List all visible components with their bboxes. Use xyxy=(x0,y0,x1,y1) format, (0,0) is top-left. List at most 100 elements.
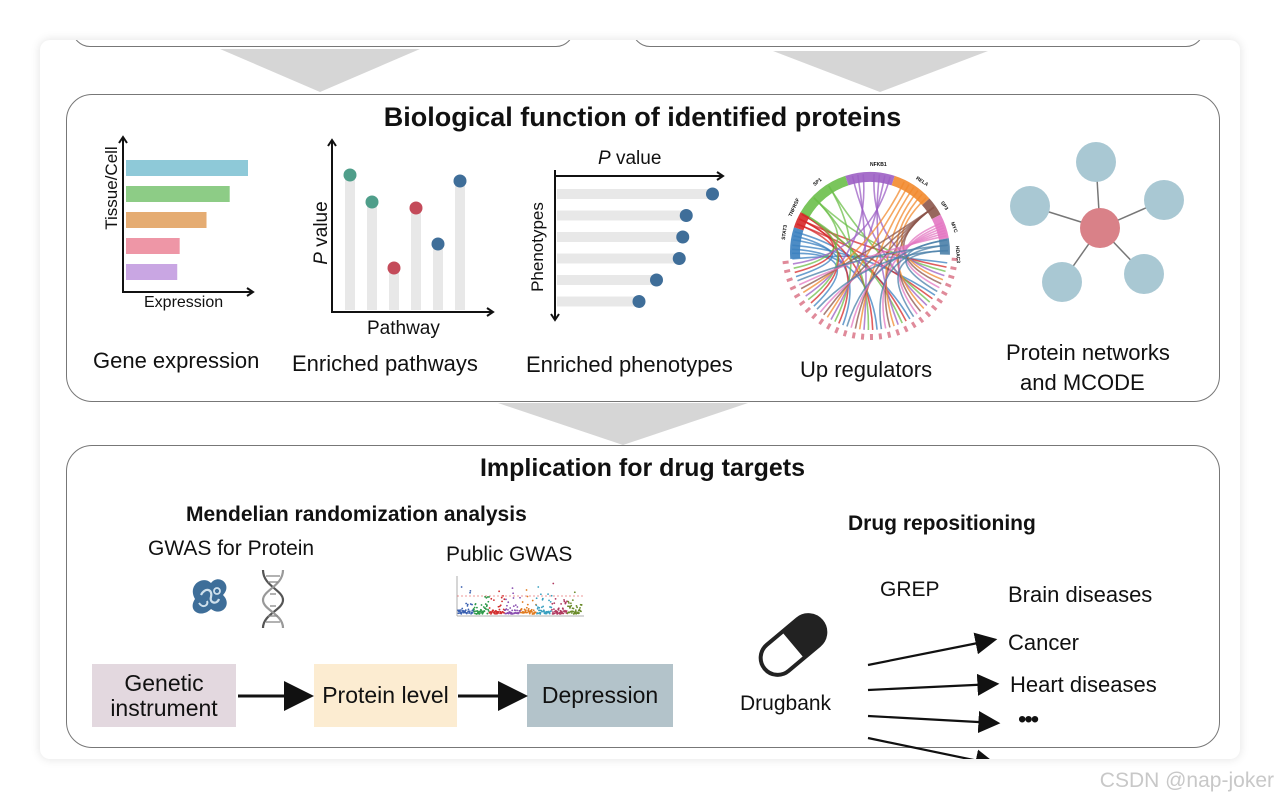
pathway-stem xyxy=(389,268,399,310)
pathway-point xyxy=(387,261,401,275)
chord-label: STAT3 xyxy=(781,224,789,240)
manhattan-point xyxy=(549,600,552,603)
chord-tick xyxy=(950,266,957,271)
chord-tick xyxy=(851,332,856,339)
chord-label: RELA xyxy=(915,176,930,189)
pathway-stem xyxy=(455,181,465,310)
chord-tick xyxy=(878,333,883,340)
manhattan-point xyxy=(578,612,580,614)
manhattan-point xyxy=(504,612,507,615)
phenotypes-y-arrowhead xyxy=(550,313,560,322)
chord-segment xyxy=(931,214,949,240)
manhattan-point xyxy=(483,610,486,613)
enriched-phenotypes-caption: Enriched phenotypes xyxy=(526,352,733,377)
phenotype-point xyxy=(706,187,719,201)
chord-tick xyxy=(860,333,865,340)
chord-link xyxy=(805,174,865,297)
manhattan-point xyxy=(568,602,570,604)
manhattan-point xyxy=(486,612,489,615)
manhattan-point xyxy=(580,603,583,606)
manhattan-point xyxy=(511,609,514,612)
network-node xyxy=(1042,262,1082,302)
chord-link xyxy=(793,197,839,269)
chord-link xyxy=(792,176,891,265)
gene-expression-x-arrowhead xyxy=(246,287,255,297)
manhattan-point xyxy=(531,611,533,613)
enriched-pathways-chart xyxy=(327,138,495,317)
manhattan-point xyxy=(499,604,502,607)
gene-expression-ylabel: Tissue/Cell xyxy=(102,146,121,230)
manhattan-point xyxy=(469,589,472,592)
manhattan-point xyxy=(473,606,476,609)
manhattan-point xyxy=(461,607,464,610)
manhattan-point xyxy=(516,606,519,608)
depression-box: Depression xyxy=(527,664,673,727)
manhattan-point xyxy=(532,609,535,612)
enriched-phenotypes-ylabel: Phenotypes xyxy=(528,202,547,292)
chord-label: NFKB1 xyxy=(870,162,887,168)
manhattan-point xyxy=(518,611,520,614)
phenotype-stem xyxy=(557,275,657,285)
manhattan-point xyxy=(487,608,489,611)
manhattan-point xyxy=(507,601,510,604)
gene-expression-xlabel: Expression xyxy=(144,294,224,311)
figure-card: Biological function of identified protei… xyxy=(40,40,1240,759)
drugbank-label: Drugbank xyxy=(740,692,832,715)
manhattan-point xyxy=(479,610,482,613)
chord-tick xyxy=(886,331,892,339)
chord-segment xyxy=(800,175,849,217)
manhattan-point xyxy=(471,612,474,614)
protein-network-diagram xyxy=(1010,142,1184,302)
phenotype-point xyxy=(632,295,646,308)
enriched-pathways-caption: Enriched pathways xyxy=(292,351,478,376)
phenotype-stem xyxy=(557,189,713,199)
phenotype-stem xyxy=(557,210,687,221)
manhattan-point xyxy=(507,608,509,611)
gene-expression-axes xyxy=(122,137,253,293)
manhattan-point xyxy=(553,608,555,611)
network-node xyxy=(1076,142,1116,182)
manhattan-point xyxy=(523,608,526,611)
pathway-point xyxy=(453,174,467,188)
pathway-stem xyxy=(433,244,443,310)
dna-icon xyxy=(261,569,285,629)
chord-segment xyxy=(793,212,810,231)
chord-label: MYC xyxy=(949,221,959,234)
section2-title: Implication for drug targets xyxy=(479,454,806,482)
manhattan-point xyxy=(548,612,551,615)
chord-tick xyxy=(782,260,789,265)
gene-expression-y-arrowhead xyxy=(118,135,128,144)
pathway-stem xyxy=(367,202,377,310)
manhattan-point xyxy=(550,594,553,597)
manhattan-point xyxy=(547,593,549,596)
manhattan-point xyxy=(560,603,563,605)
chord-link xyxy=(802,181,905,294)
gene-expression-bar xyxy=(126,238,180,254)
manhattan-point xyxy=(488,596,490,598)
chord-link xyxy=(798,235,947,286)
protein-level-box: Protein level xyxy=(314,664,457,727)
manhattan-point xyxy=(551,608,553,611)
chord-tick xyxy=(793,292,801,299)
chord-link xyxy=(792,239,833,278)
chord-tick xyxy=(936,297,943,304)
protein-networks-caption-line2: and MCODE xyxy=(1020,370,1145,395)
phenotypes-x-arrowhead xyxy=(716,171,725,181)
manhattan-point xyxy=(486,604,488,607)
manhattan-point xyxy=(579,606,581,609)
chord-link xyxy=(830,175,886,320)
manhattan-point xyxy=(570,602,572,605)
manhattan-point xyxy=(492,609,495,612)
manhattan-point xyxy=(554,597,557,600)
manhattan-point xyxy=(530,608,533,611)
manhattan-point xyxy=(476,606,478,609)
manhattan-point xyxy=(567,605,569,608)
chord-link xyxy=(900,197,944,281)
manhattan-point xyxy=(535,597,538,600)
manhattan-point xyxy=(557,607,560,610)
chord-tick xyxy=(798,300,806,307)
chord-link xyxy=(882,227,945,329)
manhattan-point xyxy=(487,600,490,603)
manhattan-plot-icon xyxy=(456,576,584,617)
manhattan-point xyxy=(526,611,529,614)
